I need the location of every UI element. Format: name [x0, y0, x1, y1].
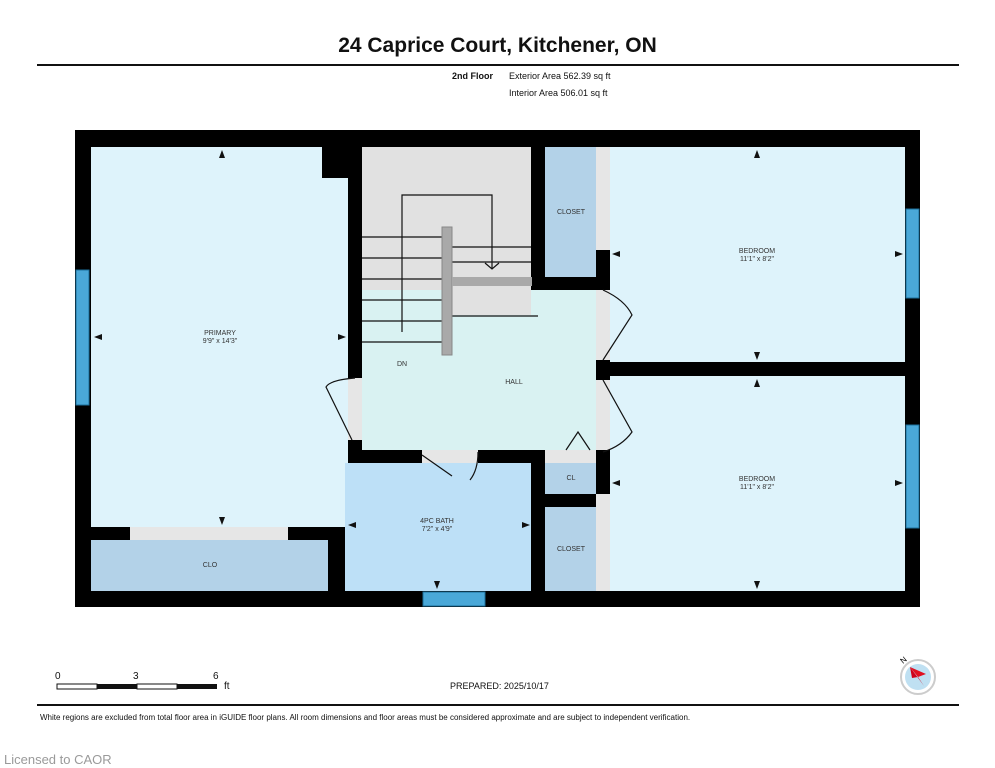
windows — [75, 208, 920, 607]
hall-label: HALL — [505, 379, 523, 386]
page-title: 24 Caprice Court, Kitchener, ON — [338, 34, 657, 57]
primary-door-opening — [348, 378, 362, 440]
bedroom2-label: BEDROOM — [739, 476, 775, 483]
scale-bar — [56, 683, 217, 690]
scale-tick-6: 6 — [213, 671, 219, 682]
cl-opening — [545, 450, 596, 463]
disclaimer: White regions are excluded from total fl… — [40, 713, 691, 722]
floor-name: 2nd Floor — [452, 71, 493, 81]
dn-label: DN — [397, 361, 407, 368]
bath-door-opening — [422, 450, 478, 463]
room-closet-bottom — [545, 507, 596, 591]
closet-opening — [596, 147, 610, 250]
closet2-opening — [596, 494, 610, 591]
prepared-date: PREPARED: 2025/10/17 — [450, 681, 549, 691]
clo-opening — [130, 527, 288, 540]
scale-tick-3: 3 — [133, 671, 139, 682]
interior-area: Interior Area 506.01 sq ft — [509, 88, 608, 98]
exterior-area: Exterior Area 562.39 sq ft — [509, 71, 611, 81]
clo-label: CLO — [203, 562, 218, 569]
room-hall — [362, 290, 596, 450]
scale-unit: ft — [224, 681, 230, 692]
bath-label: 4PC BATH — [420, 518, 454, 525]
bedroom1-label: BEDROOM — [739, 248, 775, 255]
room-4pc-bath — [345, 463, 531, 591]
window-bedroom-1 — [905, 208, 920, 299]
room-cl — [545, 463, 596, 494]
bedroom2-dims: 11'1" x 8'2" — [740, 484, 774, 491]
license-watermark: Licensed to CAOR — [4, 752, 112, 767]
window-bath — [422, 591, 486, 607]
dimension-arrows — [94, 150, 903, 589]
window-bedroom-2 — [905, 424, 920, 529]
bedroom2-door-opening — [596, 380, 610, 450]
cl-label: CL — [567, 475, 576, 482]
compass-icon — [900, 659, 936, 695]
window-primary — [75, 269, 90, 406]
bedroom1-dims: 11'1" x 8'2" — [740, 256, 774, 263]
room-bedroom-2 — [610, 376, 905, 591]
room-bedroom-1 — [610, 147, 905, 362]
bath-dims: 7'2" x 4'9" — [422, 526, 453, 533]
primary-label: PRIMARY — [204, 330, 236, 337]
scale-tick-0: 0 — [55, 671, 61, 682]
closet-bottom-label: CLOSET — [557, 546, 586, 553]
stair-rail — [441, 226, 453, 356]
primary-dims: 9'9" x 14'3" — [203, 338, 238, 345]
room-primary — [91, 147, 348, 527]
door-swings — [325, 289, 633, 481]
header-divider — [37, 64, 959, 66]
compass-north-label: N — [899, 655, 909, 666]
wall-notch — [322, 147, 348, 178]
room-clo — [91, 540, 328, 591]
bedroom1-door-opening — [596, 290, 610, 360]
room-closet-top — [545, 147, 596, 277]
closet-top-label: CLOSET — [557, 209, 586, 216]
stair-rail-2 — [452, 277, 532, 286]
